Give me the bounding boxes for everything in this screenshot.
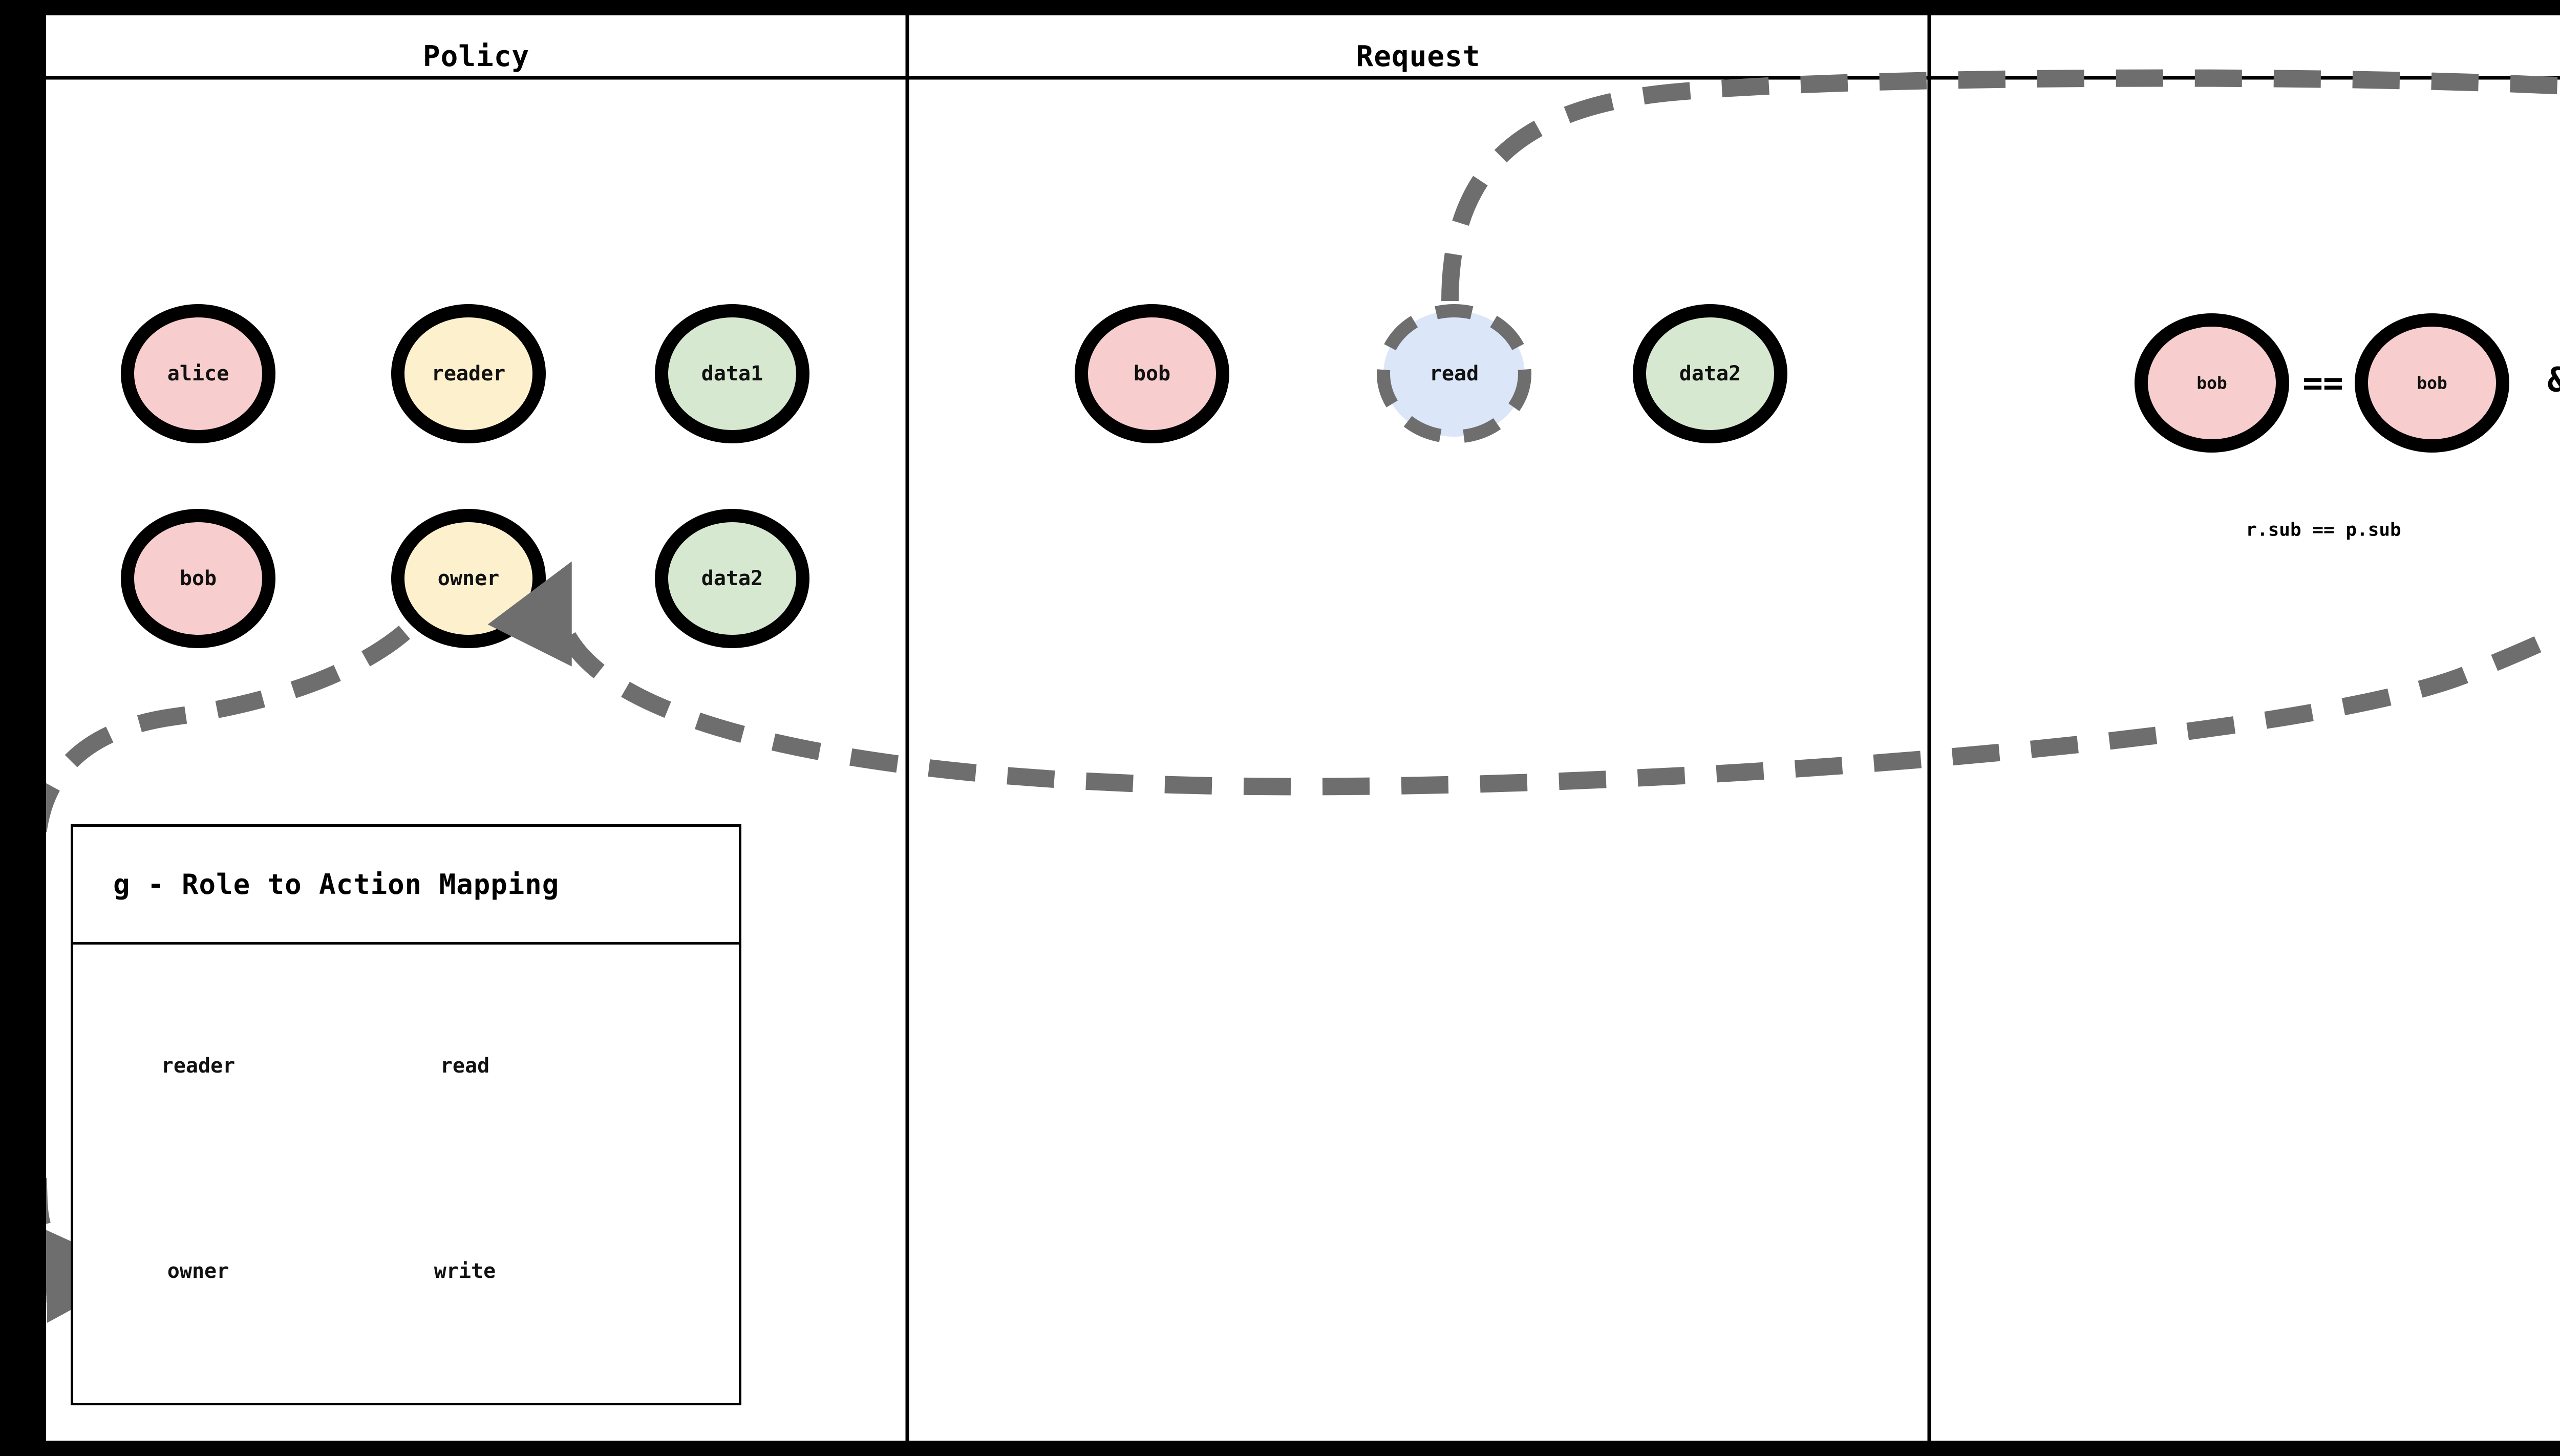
policy-node-owner bbox=[391, 509, 546, 648]
flow-read-to-matching bbox=[1441, 69, 2560, 302]
policy-nodes bbox=[121, 304, 809, 648]
flow-owner-to-policy bbox=[487, 561, 2560, 796]
column-title-request: Request bbox=[1356, 40, 1481, 73]
matching-sublabel-sub: r.sub == p.sub bbox=[2246, 519, 2401, 541]
request-node-read bbox=[1377, 304, 1531, 443]
gbox-title-bar: g - Role to Action Mapping bbox=[73, 827, 739, 945]
diagram-page: Policy Request Matching alice reader dat… bbox=[46, 15, 2560, 1441]
matching-op-and-1: && bbox=[2547, 360, 2560, 400]
matching-node-bob-request bbox=[2135, 313, 2289, 453]
policy-node-alice bbox=[121, 304, 275, 443]
role-to-action-mapping-box: g - Role to Action Mapping bbox=[71, 824, 741, 1405]
request-node-bob bbox=[1075, 304, 1229, 443]
policy-node-reader bbox=[391, 304, 546, 443]
column-title-policy: Policy bbox=[422, 40, 530, 73]
matching-op-eq-1: == bbox=[2302, 363, 2343, 403]
matching-nodes bbox=[2135, 313, 2509, 453]
request-node-data2 bbox=[1633, 304, 1787, 443]
matching-node-bob-policy bbox=[2355, 313, 2509, 453]
policy-node-data1 bbox=[655, 304, 809, 443]
request-nodes bbox=[1075, 304, 1787, 443]
policy-node-data2 bbox=[655, 509, 809, 648]
policy-node-bob bbox=[121, 509, 275, 648]
gbox-title-text: g - Role to Action Mapping bbox=[113, 868, 560, 901]
